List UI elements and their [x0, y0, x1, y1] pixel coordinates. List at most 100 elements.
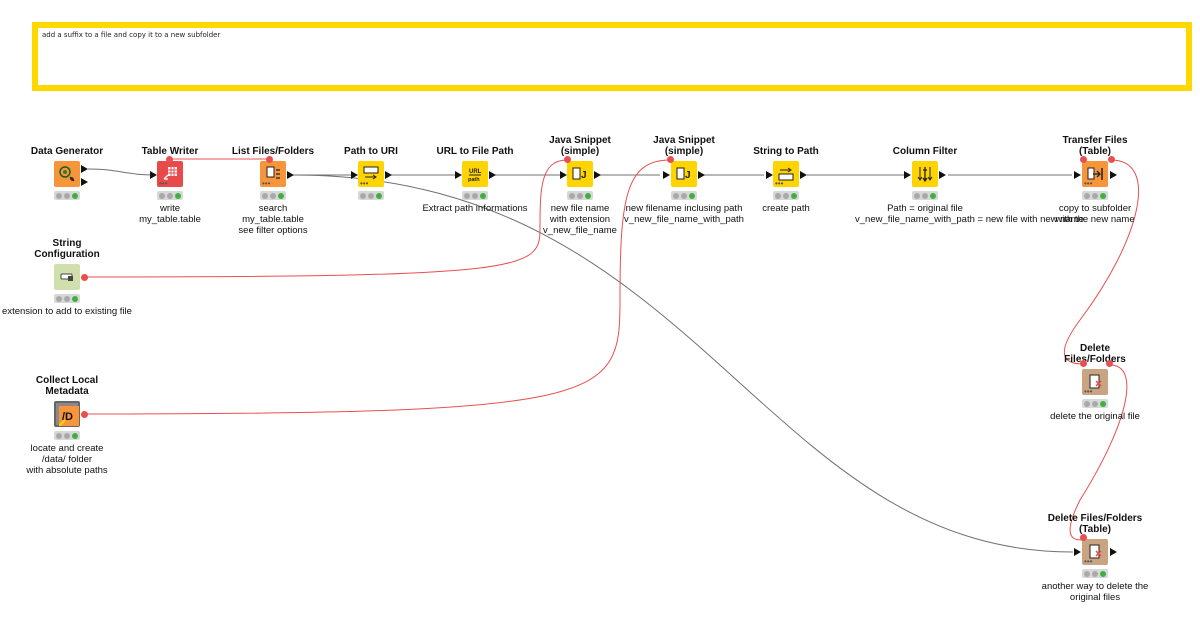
node-status: [462, 191, 488, 200]
node-string-to-path[interactable]: String to Path ••• create path: [716, 146, 856, 214]
variable-output-port[interactable]: [1108, 156, 1115, 163]
node-title: List Files/Folders: [231, 146, 315, 157]
data-connection: [87, 168, 155, 176]
node-title: Collect Local Metadata: [0, 375, 137, 401]
node-title: Delete Files/Folders (Table): [1025, 513, 1165, 539]
input-port[interactable]: [150, 171, 157, 179]
output-port[interactable]: [698, 171, 705, 179]
variable-connection: [1063, 159, 1140, 365]
node-description: copy to subfolder with the new name: [1025, 203, 1165, 225]
desc-line: v_new_file_name: [543, 225, 617, 236]
input-port[interactable]: [351, 171, 358, 179]
node-java-snippet-1[interactable]: Java Snippet (simple) J new file name wi…: [510, 135, 650, 236]
variable-output-port[interactable]: [1106, 360, 1113, 367]
variable-input-port[interactable]: [1080, 534, 1087, 541]
desc-line: new file name: [550, 203, 610, 214]
output-port[interactable]: [1110, 548, 1117, 556]
variable-input-port[interactable]: [266, 156, 273, 163]
input-port[interactable]: [560, 171, 567, 179]
node-description: delete the original file: [1025, 411, 1165, 422]
variable-connection: [1069, 364, 1128, 541]
node-title: Column Filter: [892, 146, 958, 157]
node-data-generator[interactable]: Data Generator: [0, 146, 137, 200]
node-java-snippet-2[interactable]: Java Snippet (simple) J new filename inc…: [614, 135, 754, 225]
input-port[interactable]: [766, 171, 773, 179]
node-title: Java Snippet (simple): [510, 135, 650, 161]
workflow-annotation[interactable]: add a suffix to a file and copy it to a …: [32, 22, 1192, 91]
node-delete-files-folders-table[interactable]: Delete Files/Folders (Table) ••• another…: [1025, 513, 1165, 603]
desc-line: create path: [762, 203, 810, 214]
node-path-to-uri[interactable]: Path to URI •••: [301, 146, 441, 200]
variable-input-port[interactable]: [667, 156, 674, 163]
output-port[interactable]: [800, 171, 807, 179]
node-status: [54, 294, 80, 303]
node-list-files-folders[interactable]: List Files/Folders ••• search my_table.t…: [203, 146, 343, 236]
node-delete-files-folders[interactable]: Delete Files/Folders ••• delete the orig…: [1025, 343, 1165, 422]
variable-input-port[interactable]: [564, 156, 571, 163]
variable-input-port[interactable]: [1080, 156, 1087, 163]
desc-line: with extension: [549, 214, 611, 225]
input-port[interactable]: [663, 171, 670, 179]
node-string-configuration[interactable]: String Configuration extension to add to…: [0, 238, 137, 317]
node-status: [773, 191, 799, 200]
node-title: Java Snippet (simple): [614, 135, 754, 161]
output-port[interactable]: [489, 171, 496, 179]
node-title: Table Writer: [141, 146, 199, 157]
variable-input-port[interactable]: [1080, 360, 1087, 367]
variable-connection: [84, 159, 671, 415]
node-status: [358, 191, 384, 200]
node-status: [567, 191, 593, 200]
node-title-text: Transfer Files (Table): [1062, 135, 1128, 157]
variable-output-port[interactable]: [166, 156, 173, 163]
node-collect-local-metadata[interactable]: Collect Local Metadata /D locate and cre…: [0, 375, 137, 476]
data-generator-icon: [54, 161, 80, 187]
desc-line: v_new_file_name_with_path: [624, 214, 744, 225]
annotation-text: add a suffix to a file and copy it to a …: [42, 31, 221, 39]
node-description: Path = original file v_new_file_name_wit…: [855, 203, 1084, 225]
desc-line: Extract path informations: [422, 203, 528, 214]
node-transfer-files[interactable]: Transfer Files (Table) ••• copy to subfo…: [1025, 135, 1165, 225]
node-status: [1082, 191, 1108, 200]
variable-output-port[interactable]: [81, 274, 88, 281]
output-port[interactable]: [81, 165, 88, 173]
output-port[interactable]: [385, 171, 392, 179]
node-description: new file name with extension v_new_file_…: [510, 203, 650, 236]
node-description: extension to add to existing file: [0, 306, 137, 317]
variable-connection: [84, 159, 568, 278]
output-port[interactable]: [1110, 171, 1117, 179]
input-port[interactable]: [904, 171, 911, 179]
input-port[interactable]: [1074, 171, 1081, 179]
variable-output-port[interactable]: [81, 411, 88, 418]
node-description: create path: [716, 203, 856, 214]
delete-files-table-icon: •••: [1082, 539, 1108, 566]
node-description: another way to delete the original files: [1025, 581, 1165, 603]
desc-line: locate and create: [30, 443, 104, 454]
node-title: URL to File Path: [436, 146, 514, 157]
input-port[interactable]: [455, 171, 462, 179]
path-to-uri-icon: •••: [358, 161, 384, 188]
node-table-writer[interactable]: Table Writer ••• write my_table.table: [100, 146, 240, 225]
node-status: [1082, 569, 1108, 578]
desc-line: original files: [1069, 592, 1121, 603]
node-title: String to Path: [753, 146, 819, 157]
desc-line: extension to add to existing file: [2, 306, 132, 317]
output-port[interactable]: [287, 171, 294, 179]
desc-line: Path = original file: [887, 203, 963, 214]
node-status: [1082, 399, 1108, 408]
transfer-files-icon: •••: [1082, 161, 1108, 188]
delete-files-icon: •••: [1082, 369, 1108, 396]
node-title-text: Java Snippet (simple): [549, 135, 611, 157]
node-column-filter[interactable]: Column Filter Path = original file v_new…: [855, 146, 1084, 225]
desc-line: my_table.table: [139, 214, 201, 225]
output-port[interactable]: [81, 178, 88, 186]
table-writer-icon: •••: [157, 161, 183, 188]
desc-line: my_table.table: [242, 214, 304, 225]
output-port[interactable]: [939, 171, 946, 179]
desc-line: see filter options: [238, 225, 308, 236]
input-port[interactable]: [1074, 548, 1081, 556]
svg-text:/D: /D: [62, 411, 73, 423]
node-title: String Configuration: [0, 238, 137, 264]
output-port[interactable]: [594, 171, 601, 179]
